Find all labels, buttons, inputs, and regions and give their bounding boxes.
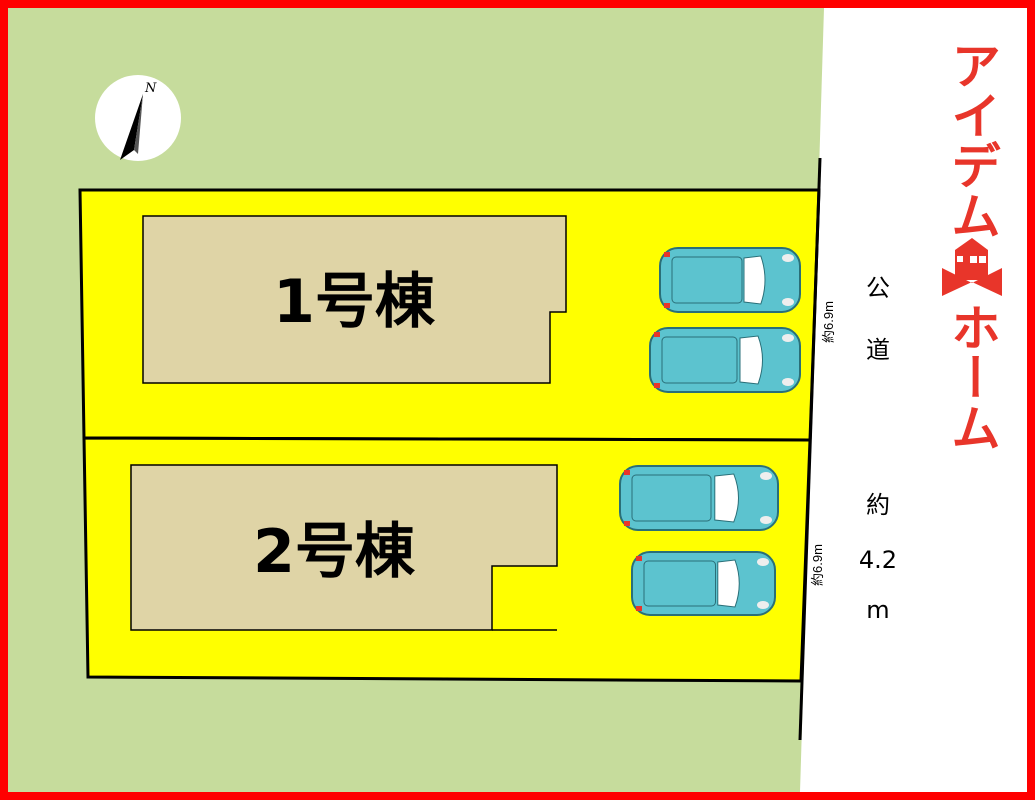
road-width-value: 4.2 <box>859 546 897 574</box>
lot-2-frontage-label: 約6.9m <box>810 544 825 586</box>
parked-car-icon <box>649 327 801 393</box>
lot-1-frontage-label: 約6.9m <box>821 301 836 343</box>
compass-north-label: N <box>144 81 157 96</box>
public-road <box>800 8 1027 792</box>
parked-car-icon <box>631 551 776 616</box>
logo-text-top: アイデム <box>943 40 1001 240</box>
building-1 <box>142 215 567 384</box>
lot-2-label: 2号棟 <box>253 517 416 587</box>
parked-car-icon <box>619 465 779 531</box>
lot-1-label: 1号棟 <box>273 267 436 337</box>
company-logo: アイデム ホーム <box>942 40 1002 452</box>
compass-icon: N <box>95 75 181 161</box>
logo-text-bottom: ホーム <box>943 302 1001 452</box>
road-label-1: 公 <box>866 274 890 302</box>
house-logo-icon <box>942 238 1002 296</box>
road-boundary <box>798 157 822 741</box>
parked-car-icon <box>659 247 801 313</box>
road-label-2: 道 <box>866 336 890 364</box>
building-2 <box>130 464 558 631</box>
road-width-prefix: 約 <box>866 491 890 519</box>
road-width-unit: m <box>866 596 889 624</box>
